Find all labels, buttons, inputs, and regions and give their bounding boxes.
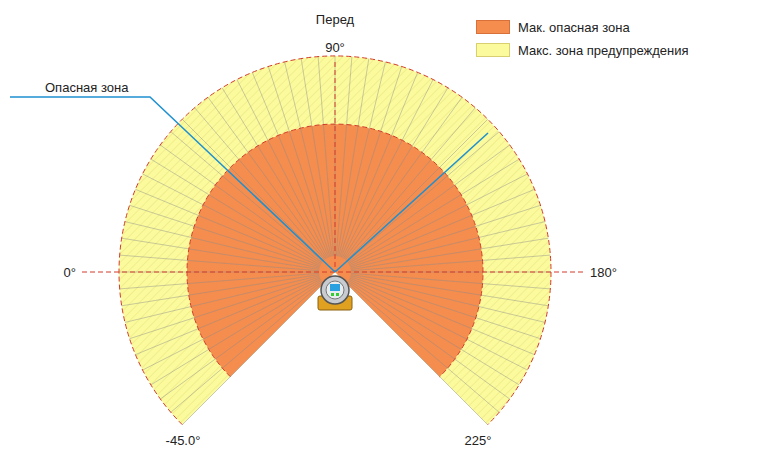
scan-ray — [122, 275, 320, 306]
scan-ray — [349, 159, 520, 264]
scan-ray — [351, 275, 549, 306]
scan-ray — [348, 145, 510, 263]
scan-ray — [130, 205, 320, 267]
angle-label: 90° — [325, 40, 345, 55]
scan-ray — [351, 255, 550, 271]
scan-ray — [348, 281, 510, 399]
warning-hatch — [119, 56, 551, 425]
scan-ray — [135, 189, 320, 266]
axis-line — [335, 62, 336, 272]
scan-ray — [301, 59, 332, 257]
scan-ray — [143, 174, 321, 265]
legend-text: Мак. опасная зона — [518, 20, 630, 35]
scan-ray — [339, 62, 386, 256]
scan-ray — [182, 283, 323, 424]
scan-ray — [340, 67, 402, 257]
scan-ray — [349, 174, 527, 265]
scan-ray — [349, 280, 520, 385]
scan-ray — [151, 159, 322, 264]
angle-label: -45.0° — [166, 433, 201, 448]
angle-label: 180° — [590, 265, 617, 280]
scan-ray — [171, 282, 323, 412]
scan-ray — [222, 88, 327, 259]
scan-ray — [342, 80, 433, 258]
scan-ray — [125, 276, 319, 323]
scan-ray — [160, 281, 322, 399]
scan-ray — [125, 222, 319, 269]
scan-ray — [351, 222, 545, 269]
scan-ray — [351, 238, 549, 269]
legend-swatch — [476, 43, 510, 57]
robot-icon — [318, 276, 352, 310]
scan-ray — [347, 132, 499, 262]
scan-ray — [349, 279, 527, 370]
scan-ray — [343, 88, 448, 259]
scan-ray — [351, 276, 545, 323]
scan-ray — [346, 283, 487, 424]
scan-ray — [151, 280, 322, 385]
scan-ray — [285, 62, 332, 256]
scan-ray — [182, 119, 323, 260]
scan-ray — [143, 279, 321, 370]
scan-ray — [135, 278, 320, 355]
scan-ray — [122, 238, 320, 269]
leader-line — [335, 133, 488, 272]
scan-ray — [338, 59, 369, 257]
scan-ray — [350, 278, 535, 355]
warning-zone — [119, 56, 551, 425]
axis-line — [82, 272, 585, 273]
callout-label: Опасная зона — [45, 80, 128, 95]
scan-ray — [208, 97, 326, 259]
angle-label: 225° — [465, 433, 492, 448]
scan-ray — [350, 189, 535, 266]
scan-ray — [346, 119, 487, 260]
zone-border — [119, 56, 551, 425]
scan-ray — [195, 108, 325, 260]
scan-ray — [350, 277, 540, 339]
scan-ray — [318, 57, 334, 256]
scan-ray — [237, 80, 328, 258]
front-label: Перед — [316, 12, 354, 27]
scan-ray — [347, 282, 499, 412]
scan-ray — [120, 273, 319, 289]
scan-ray — [341, 72, 418, 257]
angle-label: 0° — [64, 265, 76, 280]
leader-line — [10, 97, 335, 272]
legend-swatch — [476, 20, 510, 34]
legend-text: Макс. зона предупреждения — [518, 43, 688, 58]
